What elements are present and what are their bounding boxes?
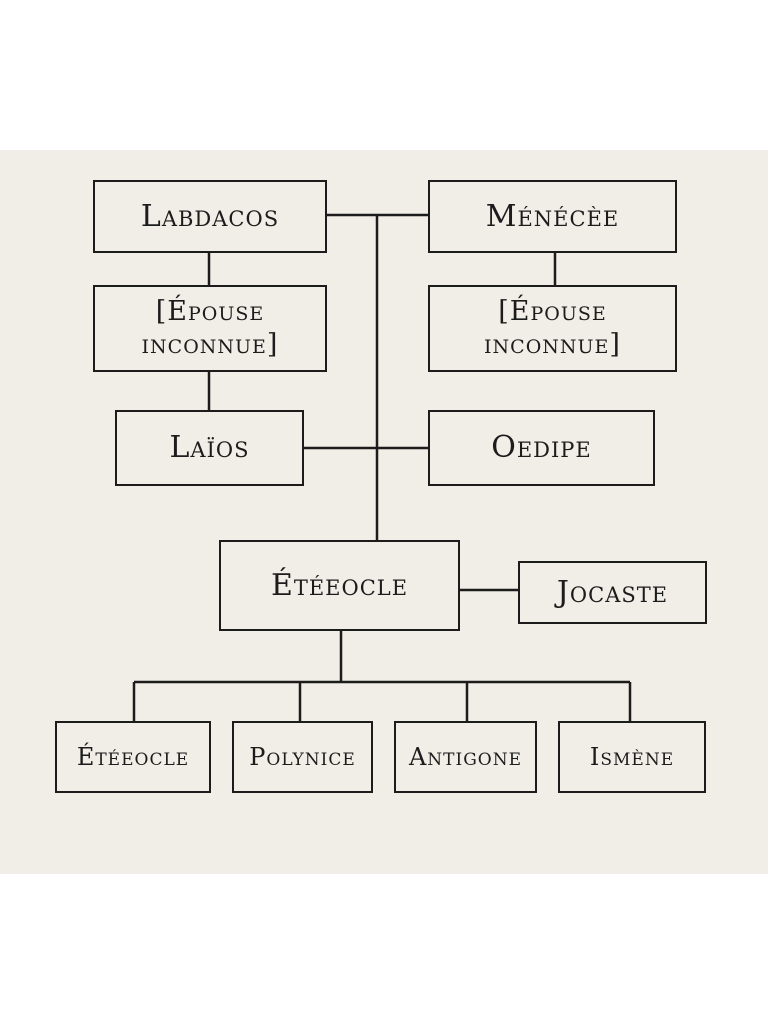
diagram-panel: [0, 150, 768, 874]
node-menecee: Ménécèe: [428, 180, 677, 253]
node-oedipe: Oedipe: [428, 410, 655, 486]
node-eteocle-center: Étéeocle: [219, 540, 460, 631]
node-child-eteocle: Étéeocle: [55, 721, 211, 793]
node-laios: Laïos: [115, 410, 304, 486]
node-child-polynice: Polynice: [232, 721, 373, 793]
node-labdacos: Labdacos: [93, 180, 327, 253]
node-child-antigone: Antigone: [394, 721, 537, 793]
node-epouse-inconnue-right: [Épouse inconnue]: [428, 285, 677, 372]
node-jocaste: Jocaste: [518, 561, 707, 624]
node-child-ismene: Ismène: [558, 721, 706, 793]
node-epouse-inconnue-left: [Épouse inconnue]: [93, 285, 327, 372]
